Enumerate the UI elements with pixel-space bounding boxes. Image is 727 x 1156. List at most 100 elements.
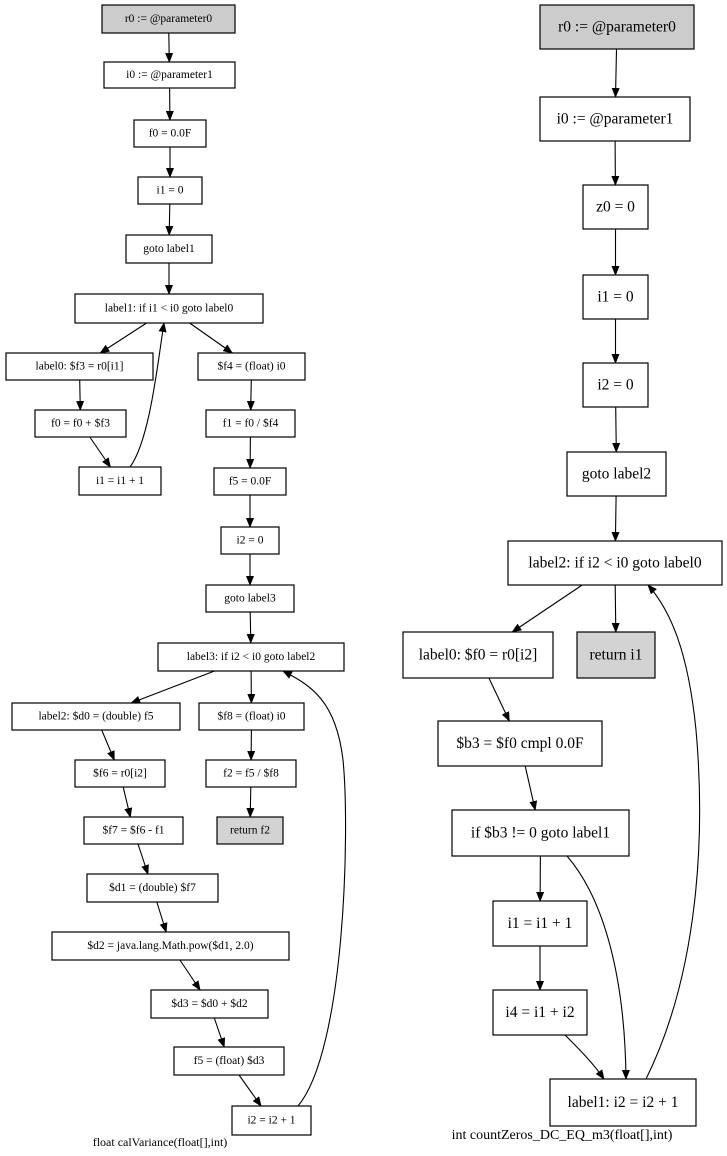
node-box — [133, 119, 207, 148]
edge-r5-to-r6 — [611, 495, 620, 542]
node-l5: label1: if i1 < i0 goto label0 — [74, 293, 264, 324]
node-box — [78, 466, 162, 496]
node-r2: z0 = 0 — [582, 184, 649, 230]
edge-r9-to-r10 — [524, 765, 538, 811]
node-r9: $b3 = $f0 cmpl 0.0F — [437, 720, 603, 767]
edge-l15-to-l17 — [101, 729, 115, 761]
node-label: i1 = i1 + 1 — [96, 475, 144, 487]
node-l23: $d3 = $d0 + $d2 — [150, 989, 269, 1019]
node-box — [216, 816, 284, 845]
edge-r6-to-r7 — [511, 584, 583, 633]
node-box — [198, 702, 305, 731]
node-box — [220, 526, 280, 555]
node-r6: label2: if i2 < i0 goto label0 — [507, 540, 723, 586]
edge-r12-to-r13 — [564, 1034, 605, 1080]
node-r8: return i1 — [576, 631, 656, 679]
edge-l19-to-l21 — [137, 843, 149, 875]
node-l7: $f4 = (float) i0 — [197, 352, 306, 381]
edge-l25-to-l14 — [282, 670, 347, 1107]
node-box — [539, 96, 691, 142]
edge-l6-to-l8 — [76, 379, 85, 411]
node-box — [157, 642, 345, 672]
node-box — [507, 540, 723, 586]
node-l21: $d1 = (double) $f7 — [86, 873, 219, 903]
node-label: f5 = 0.0F — [229, 476, 272, 488]
node-label: i2 = i2 + 1 — [247, 1115, 295, 1127]
node-r12: i4 = i1 + i2 — [492, 989, 588, 1036]
edge-r4-to-r5 — [612, 406, 621, 453]
node-label: r0 := @parameter0 — [558, 19, 676, 36]
node-r5: goto label2 — [566, 451, 667, 497]
node-label: $b3 = $f0 cmpl 0.0F — [456, 735, 584, 752]
node-label: i1 = i1 + 1 — [508, 915, 573, 932]
node-label: i0 := @parameter1 — [126, 69, 213, 81]
node-r7: label0: $f0 = r0[i2] — [402, 631, 554, 679]
node-label: i0 := @parameter1 — [557, 111, 674, 128]
node-l12: i2 = 0 — [220, 526, 280, 555]
node-l10: i1 = i1 + 1 — [78, 466, 162, 496]
node-r10: if $b3 != 0 goto label1 — [451, 809, 630, 857]
edge-l18-to-l20 — [246, 786, 255, 818]
node-label: label2: if i2 < i0 goto label0 — [528, 555, 701, 572]
node-r1: i0 := @parameter1 — [539, 96, 691, 142]
node-label: i2 = 0 — [597, 377, 634, 394]
node-label: $f7 = $f6 - f1 — [102, 824, 164, 837]
edge-r0-to-r1 — [611, 48, 620, 98]
node-box — [582, 362, 649, 408]
node-l11: f5 = 0.0F — [213, 467, 287, 496]
node-box — [34, 409, 127, 438]
edge-r10-to-r13 — [566, 855, 630, 1080]
node-box — [437, 720, 603, 767]
node-label: label3: if i2 < i0 goto label2 — [187, 651, 316, 663]
node-l13: goto label3 — [205, 584, 295, 613]
node-l9: f1 = f0 / $f4 — [205, 409, 296, 438]
edge-l0-to-l1 — [165, 32, 174, 63]
node-r3: i1 = 0 — [582, 274, 649, 320]
node-box — [539, 4, 695, 50]
node-label: f2 = f5 / $f8 — [223, 767, 279, 780]
node-box — [11, 702, 181, 731]
node-label: return i1 — [590, 647, 643, 664]
node-label: return f2 — [230, 825, 270, 837]
node-box — [83, 816, 184, 845]
node-l15: label2: $d0 = (double) f5 — [11, 702, 181, 731]
edge-r13-to-r6 — [645, 584, 701, 1080]
node-box — [137, 176, 203, 205]
edge-l13-to-l14 — [246, 611, 255, 644]
node-l1: i0 := @parameter1 — [103, 61, 236, 89]
node-label: goto label2 — [582, 466, 651, 483]
node-l25: i2 = i2 + 1 — [231, 1105, 312, 1136]
node-box — [492, 900, 588, 947]
node-label: goto label1 — [143, 243, 195, 255]
node-l2: f0 = 0.0F — [133, 119, 207, 148]
node-l20: return f2 — [216, 816, 284, 845]
node-label: $f8 = (float) i0 — [217, 710, 285, 723]
node-label: i1 = 0 — [157, 185, 184, 197]
node-label: f5 = (float) $d3 — [194, 1054, 265, 1067]
edge-l5-to-l7 — [189, 322, 234, 354]
node-box — [205, 759, 297, 788]
node-box — [125, 234, 213, 264]
edge-l22-to-l23 — [179, 959, 201, 991]
edge-l23-to-l24 — [213, 1017, 226, 1048]
node-l3: i1 = 0 — [137, 176, 203, 205]
node-label: $d1 = (double) $f7 — [109, 881, 196, 894]
edge-l7-to-l9 — [246, 379, 255, 411]
node-label: $f6 = r0[i2] — [93, 767, 147, 780]
node-label: f0 = f0 + $f3 — [51, 417, 110, 430]
node-label: z0 = 0 — [596, 199, 635, 216]
edge-l14-to-l15 — [130, 670, 215, 704]
node-l8: f0 = f0 + $f3 — [34, 409, 127, 438]
node-box — [549, 1078, 697, 1127]
node-label: label0: $f3 = r0[i1] — [36, 360, 124, 373]
node-r13: label1: i2 = i2 + 1 — [549, 1078, 697, 1127]
edge-l24-to-l25 — [238, 1074, 262, 1107]
edge-l10-to-l5 — [129, 322, 167, 468]
node-label: $d3 = $d0 + $d2 — [171, 997, 247, 1010]
node-l0: r0 := @parameter0 — [101, 4, 236, 34]
node-l24: f5 = (float) $d3 — [173, 1046, 285, 1076]
edge-r7-to-r9 — [488, 677, 510, 722]
node-box — [205, 409, 296, 438]
